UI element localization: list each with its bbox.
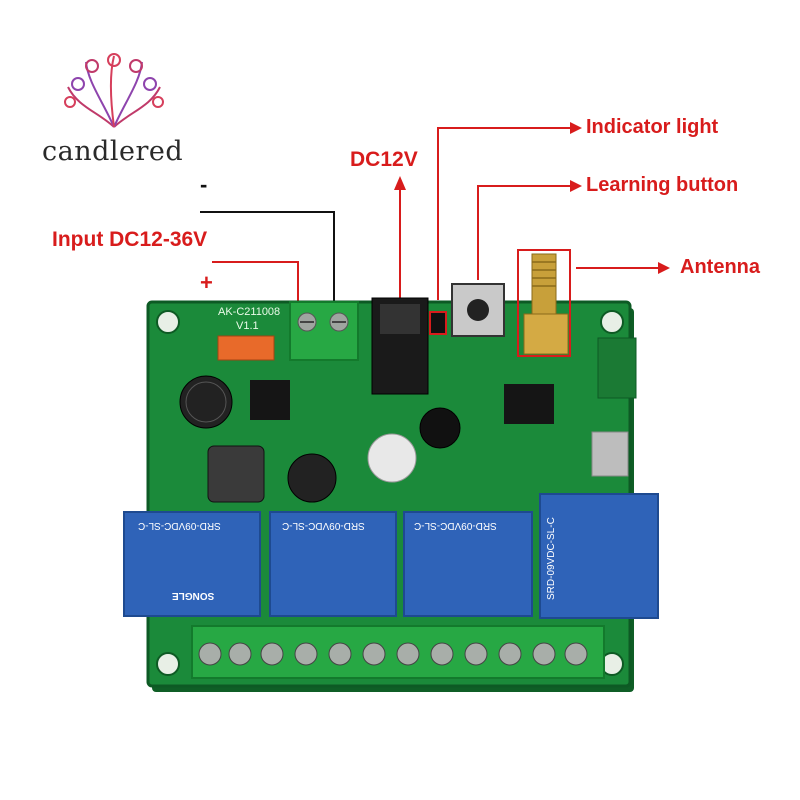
- peacock-logo-icon: [64, 53, 164, 128]
- plus-label: +: [200, 270, 213, 295]
- relay-4-label: SRD-09VDC-SL-C: [546, 517, 557, 600]
- indicator-light-label: Indicator light: [586, 116, 719, 138]
- callout-lines: [212, 127, 660, 322]
- relay-2-label: SRD-09VDC-SL-C: [282, 520, 365, 531]
- dc12v-label: DC12V: [350, 148, 418, 171]
- brand-name: candlered: [42, 136, 184, 167]
- board-version: V1.1: [236, 320, 259, 332]
- antenna-label: Antenna: [680, 256, 760, 278]
- relay-3-label: SRD-09VDC-SL-C: [414, 520, 497, 531]
- learning-button-label: Learning button: [586, 174, 739, 196]
- relay-1-label: SRD-09VDC-SL-C: [138, 520, 221, 531]
- relay-brand: SONGLE: [172, 590, 215, 601]
- input-voltage-label: Input DC12-36V: [52, 228, 208, 251]
- minus-label: -: [200, 172, 208, 197]
- board-model: AK-C211008: [218, 306, 281, 318]
